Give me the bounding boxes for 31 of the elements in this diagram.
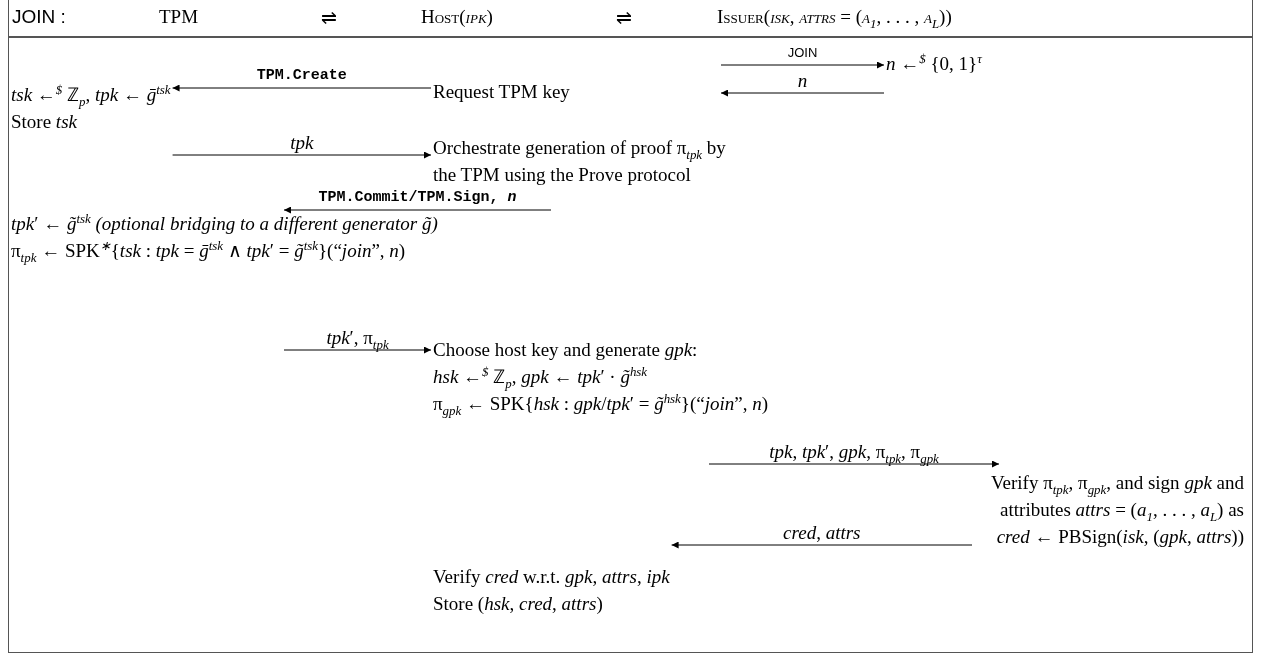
arrow [708, 460, 1000, 468]
step-text: Store (hsk, cred, attrs) [433, 592, 604, 616]
arrow [720, 89, 885, 97]
header-text: Issuer(isk, attrs = (a$_{1}$, . . . , a$_{L}$)) [717, 6, 952, 28]
arrow [283, 206, 552, 214]
step-text: Verify π$_{tpk}$, π$_{gpk}$, and sign gpk and attributes attrs = (a$_{1}$, . . . , a$_{L}$) as cred ← PBSign(isk, (gpk, attrs)) [989, 471, 1244, 549]
arrow [671, 541, 973, 549]
step-text: Choose host key and generate gpk: [433, 338, 699, 362]
step-text: Store tsk [11, 110, 78, 134]
arrow [172, 151, 432, 159]
header-text: TPM [159, 6, 199, 28]
step-text: π$_{gpk}$ ← SPK{hsk : gpk/tpk′ = g̃$^{hsk}$}(“join”, n) [433, 390, 769, 417]
step-text: hsk ←$^{$}$ ℤ$_{p}$, gpk ← tpk′ · g̃$^{hsk}$ [433, 363, 649, 390]
arrow [172, 84, 432, 92]
header-text: ⇌ [321, 6, 337, 29]
header-text: Host(ipk) [421, 6, 493, 28]
step-text: π$_{tpk}$ ← SPK$^{∗}${tsk : tpk = ḡ$^{tsk}$ ∧ tpk′ = g̃$^{tsk}$}(“join”, n) [11, 237, 407, 264]
protocol-box [8, 37, 1253, 653]
edge-label: tpk [288, 133, 316, 153]
arrow [283, 346, 432, 354]
step-text: tsk ←$^{$}$ ℤ$_{p}$, tpk ← ḡ$^{tsk}$ [11, 81, 171, 108]
edge-label: cred, attrs [781, 523, 863, 543]
header-box [8, 0, 1253, 37]
header-text: JOIN : [12, 6, 66, 28]
step-text: Verify cred w.r.t. gpk, attrs, ipk [433, 565, 670, 589]
header-text: ⇌ [616, 6, 632, 29]
step-text: tpk′ ← g̃$^{tsk}$ (optional bridging to a different generator g̃) [11, 210, 438, 236]
step-text: Orchestrate generation of proof π$_{tpk}$ by the TPM using the Prove protocol [433, 136, 727, 187]
step-text: Request TPM key [433, 80, 570, 104]
step-text: n ←$^{$}$ {0, 1}$^{τ}$ [886, 50, 982, 76]
arrow [720, 61, 885, 69]
